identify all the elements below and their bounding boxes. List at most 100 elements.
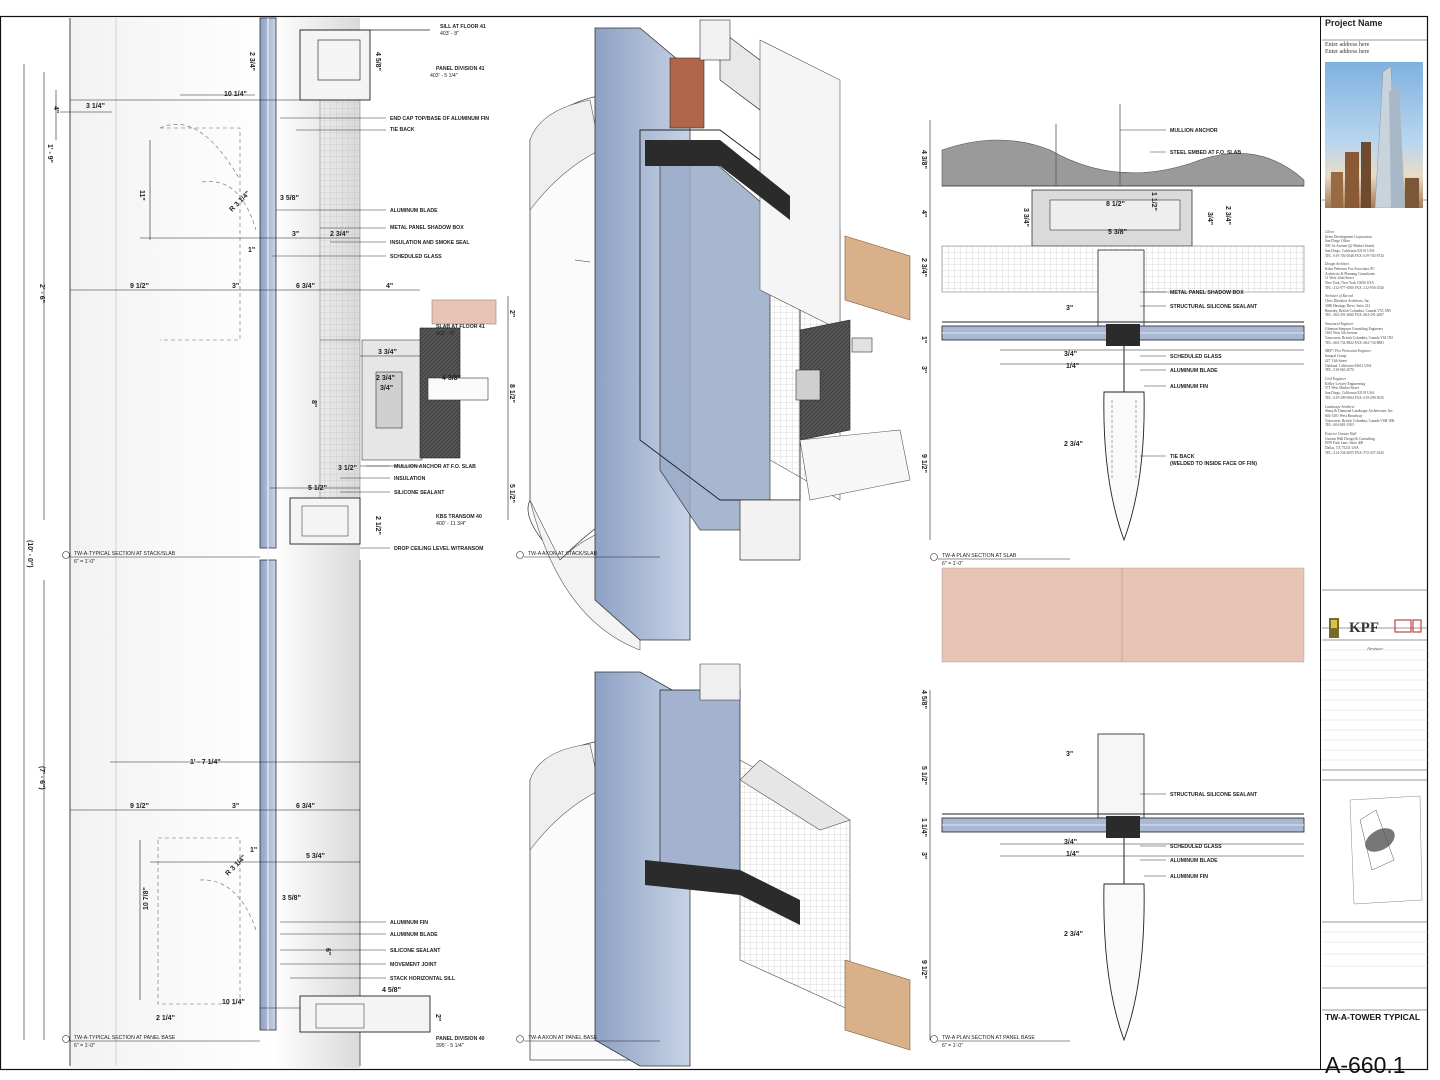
svg-text:5 1/2": 5 1/2" bbox=[920, 766, 927, 785]
consultant-line: TEL: 604-291-2660 FAX: 604-291-2667 bbox=[1325, 313, 1384, 318]
consultant-line: Curtain Wall Design & Consulting bbox=[1325, 436, 1375, 441]
svg-text:4 5/8": 4 5/8" bbox=[920, 690, 927, 709]
svg-text:ALUMINUM FIN: ALUMINUM FIN bbox=[390, 920, 428, 926]
svg-text:6": 6" bbox=[324, 948, 331, 955]
svg-text:11": 11" bbox=[138, 190, 145, 201]
svg-text:6" = 1'-0": 6" = 1'-0" bbox=[942, 1043, 963, 1049]
svg-text:(10' - 0"): (10' - 0") bbox=[26, 540, 33, 568]
consultant-role: Civil Engineer bbox=[1325, 376, 1347, 381]
svg-text:4 5/8": 4 5/8" bbox=[374, 52, 381, 71]
svg-text:4 3/8": 4 3/8" bbox=[920, 150, 927, 169]
svg-text:STACK HORIZONTAL SILL: STACK HORIZONTAL SILL bbox=[390, 976, 456, 982]
svg-text:9 1/2": 9 1/2" bbox=[130, 803, 149, 810]
project-address: Enter address here Enter address here bbox=[1325, 42, 1369, 56]
svg-text:4": 4" bbox=[920, 210, 927, 217]
consultant-line: San Diego Office bbox=[1325, 239, 1351, 244]
consultant-role: Client bbox=[1325, 230, 1334, 234]
consultant-line: Kelley Lowrey Engineering bbox=[1325, 381, 1366, 386]
svg-text:END CAP TOP/BASE OF ALUMINUM F: END CAP TOP/BASE OF ALUMINUM FIN bbox=[390, 116, 489, 122]
revision-header: Revision bbox=[1367, 646, 1383, 651]
svg-text:TW-A PLAN SECTION AT SLAB: TW-A PLAN SECTION AT SLAB bbox=[942, 553, 1017, 559]
svg-text:SCHEDULED GLASS: SCHEDULED GLASS bbox=[1170, 844, 1222, 850]
slab-terracotta bbox=[431, 299, 497, 325]
section-views: 2 3/4" 4 5/8" 10 1/4" 3 1/4" 4" 11" 3 5/… bbox=[23, 17, 515, 1068]
svg-text:6" = 1'-0": 6" = 1'-0" bbox=[942, 561, 963, 567]
svg-text:3 3/4": 3 3/4" bbox=[378, 349, 397, 356]
svg-text:403' - 8": 403' - 8" bbox=[440, 31, 459, 37]
svg-text:400' - 11 3/4": 400' - 11 3/4" bbox=[436, 521, 466, 527]
consultant-role: MEP / Fire Protection Engineer bbox=[1325, 349, 1372, 354]
svg-text:SCHEDULED GLASS: SCHEDULED GLASS bbox=[390, 254, 442, 260]
consultant-role: Architect of Record bbox=[1325, 294, 1353, 299]
svg-text:METAL PANEL SHADOW BOX: METAL PANEL SHADOW BOX bbox=[390, 225, 464, 231]
sheet-border bbox=[0, 15, 1429, 1071]
svg-text:TIE BACK: TIE BACK bbox=[1170, 454, 1195, 460]
svg-text:PANEL DIVISION 40: PANEL DIVISION 40 bbox=[436, 1036, 485, 1042]
svg-text:3 1/2": 3 1/2" bbox=[338, 465, 357, 472]
consultant-line: Glotman Simpson Consulting Engineers bbox=[1325, 326, 1383, 331]
consultant-line: 602-1401 West Broadway bbox=[1325, 413, 1363, 418]
site-key-plan bbox=[1349, 795, 1423, 905]
svg-text:4": 4" bbox=[52, 106, 59, 113]
svg-text:9 1/2": 9 1/2" bbox=[920, 960, 927, 979]
svg-text:4 3/8": 4 3/8" bbox=[442, 375, 461, 382]
svg-text:6 3/4": 6 3/4" bbox=[296, 803, 315, 810]
svg-text:3/4": 3/4" bbox=[380, 385, 393, 392]
svg-text:SCHEDULED GLASS: SCHEDULED GLASS bbox=[1170, 354, 1222, 360]
svg-text:3/4": 3/4" bbox=[1064, 351, 1077, 358]
consultant-line: TEL: 214-234-4055 FAX: 972-437-4342 bbox=[1325, 450, 1384, 455]
consultant-line: New York, New York 10036 USA bbox=[1325, 281, 1374, 286]
consultant-line: 3080 Hastings Drive, Suite 212 bbox=[1325, 303, 1371, 308]
svg-text:4": 4" bbox=[386, 283, 393, 290]
consultant-line: 500 1st Avenue (@ Market Street) bbox=[1325, 244, 1375, 249]
svg-text:3 1/4": 3 1/4" bbox=[86, 103, 105, 110]
svg-text:TIE BACK: TIE BACK bbox=[390, 127, 415, 133]
svg-text:6" = 1'-0": 6" = 1'-0" bbox=[74, 559, 95, 565]
svg-text:SILICONE SEALANT: SILICONE SEALANT bbox=[390, 948, 441, 954]
svg-text:MULLION ANCHOR: MULLION ANCHOR bbox=[1170, 128, 1218, 134]
plan-views: 4 3/8" 4" 8 1/2" 3 3/4" 5 3/8" 2 3/4" 3/… bbox=[920, 104, 1305, 1049]
sheet-number: A-660.1 bbox=[1325, 1052, 1406, 1078]
svg-text:ALUMINUM BLADE: ALUMINUM BLADE bbox=[390, 932, 438, 938]
svg-text:402' - 0": 402' - 0" bbox=[436, 331, 455, 337]
svg-text:2 3/4": 2 3/4" bbox=[330, 231, 349, 238]
panel-base-sill bbox=[299, 995, 431, 1033]
anchor-plate bbox=[669, 57, 705, 129]
consultant-line: TEL: 510-663-2070 bbox=[1325, 368, 1354, 373]
project-rendering-image bbox=[1325, 62, 1423, 208]
svg-text:METAL PANEL SHADOW BOX: METAL PANEL SHADOW BOX bbox=[1170, 290, 1244, 296]
svg-text:STRUCTURAL SILICONE SEALANT: STRUCTURAL SILICONE SEALANT bbox=[1170, 792, 1258, 798]
consultant-line: San Diego, California 92101 USA bbox=[1325, 391, 1375, 396]
svg-text:395' - 5 1/4": 395' - 5 1/4" bbox=[436, 1043, 464, 1049]
svg-text:3 5/8": 3 5/8" bbox=[282, 895, 301, 902]
svg-text:TW-A-TYPICAL SECTION AT PANEL: TW-A-TYPICAL SECTION AT PANEL BASE bbox=[74, 1035, 176, 1041]
svg-text:6" = 1'-0": 6" = 1'-0" bbox=[74, 1043, 95, 1049]
project-name: Project Name bbox=[1325, 18, 1383, 28]
svg-text:2 3/4": 2 3/4" bbox=[376, 375, 395, 382]
svg-text:10 1/4": 10 1/4" bbox=[224, 91, 247, 98]
consultant-line: 571 West Market Street bbox=[1325, 386, 1359, 391]
svg-text:3 5/8": 3 5/8" bbox=[280, 195, 299, 202]
svg-text:TW-A AXON AT STACK/SLAB: TW-A AXON AT STACK/SLAB bbox=[528, 551, 598, 557]
svg-text:3": 3" bbox=[1066, 751, 1073, 758]
svg-text:1": 1" bbox=[920, 336, 927, 343]
svg-text:5 3/8": 5 3/8" bbox=[1108, 229, 1127, 236]
consultant-line: Burnaby, British Columbia, Canada V5C 6N… bbox=[1325, 308, 1392, 313]
svg-text:8 1/2": 8 1/2" bbox=[508, 384, 515, 403]
svg-text:3": 3" bbox=[920, 366, 927, 373]
consultant-line: 11 West 42nd Street bbox=[1325, 276, 1354, 281]
svg-text:3": 3" bbox=[232, 803, 239, 810]
svg-text:4 5/8": 4 5/8" bbox=[382, 987, 401, 994]
svg-text:5 3/4": 5 3/4" bbox=[306, 853, 325, 860]
consultant-line: TEL: 604-681-3303 bbox=[1325, 423, 1354, 428]
consultant-line: Sharp & Diamond Landscape Architecture, … bbox=[1325, 409, 1394, 414]
svg-text:DROP CEILING LEVEL W/TRANSOM: DROP CEILING LEVEL W/TRANSOM bbox=[394, 546, 483, 552]
consultant-line: Kohn Pedersen Fox Associates PC bbox=[1325, 266, 1375, 271]
svg-text:1": 1" bbox=[250, 847, 257, 854]
svg-text:2 3/4": 2 3/4" bbox=[1064, 931, 1083, 938]
svg-text:PANEL DIVISION 41: PANEL DIVISION 41 bbox=[436, 66, 485, 72]
svg-text:2 3/4": 2 3/4" bbox=[1224, 206, 1231, 225]
